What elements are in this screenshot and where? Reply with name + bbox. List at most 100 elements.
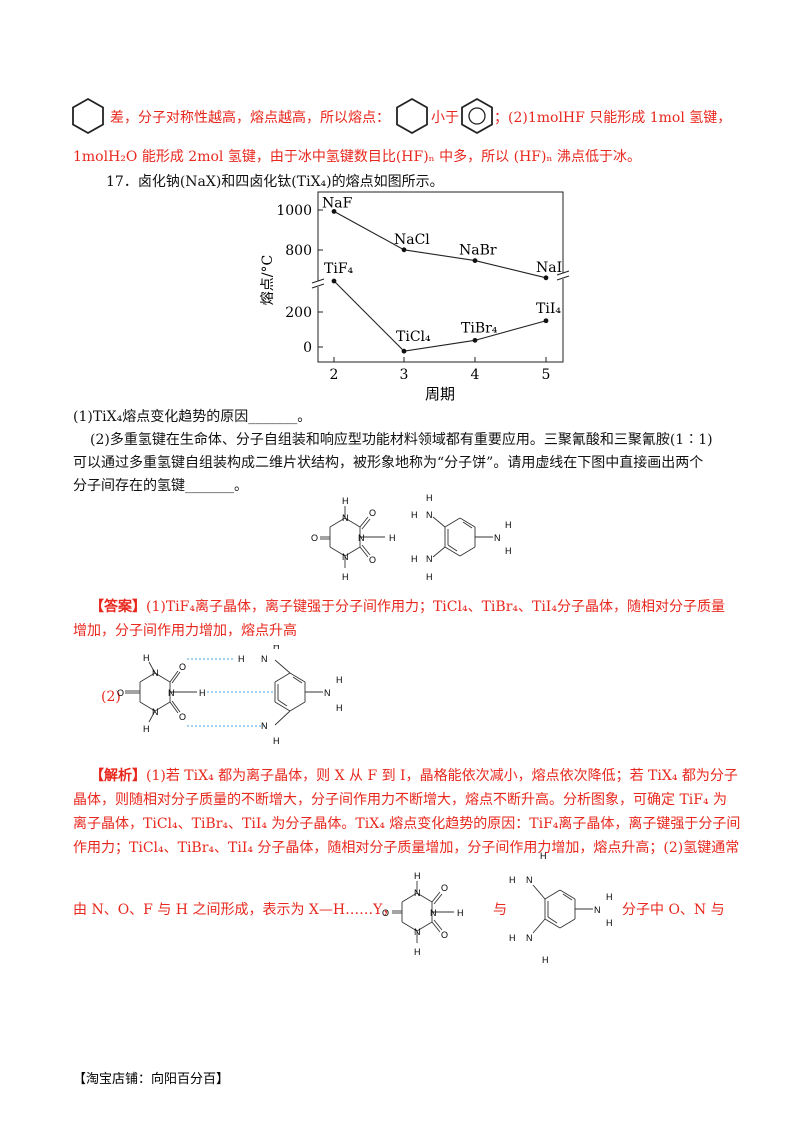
x-tick-label: 3 xyxy=(400,367,409,383)
x-axis-title: 周期 xyxy=(425,385,455,403)
atom-o: O xyxy=(382,908,389,918)
atom-h: H xyxy=(414,947,421,957)
atom-h: H xyxy=(143,653,150,663)
atom-n: N xyxy=(426,510,433,520)
atom-n: N xyxy=(168,688,175,698)
q17-part2-line2: 可以通过多重氢键自组装构成二维片状结构，被形象地称为“分子饼”。请用虚线在下图中… xyxy=(73,455,704,471)
data-point xyxy=(472,337,478,343)
atom-h: H xyxy=(238,654,245,664)
atom-n: N xyxy=(342,513,349,523)
atom-n: N xyxy=(494,533,501,543)
atom-o: O xyxy=(441,883,448,893)
data-label: TiI₄ xyxy=(536,301,561,317)
top-line1-b: 小于 xyxy=(431,110,459,126)
atom-o: O xyxy=(441,930,448,940)
data-label: NaBr xyxy=(459,243,497,259)
x-tick-label: 5 xyxy=(542,367,551,383)
y-tick-label: 1000 xyxy=(276,203,312,219)
atom-h: H xyxy=(336,703,343,713)
atom-n: N xyxy=(414,927,421,937)
atom-h: H xyxy=(143,724,150,734)
data-point xyxy=(401,247,407,253)
analysis-melamine: N H H N H H N H H xyxy=(509,851,613,965)
atom-h: H xyxy=(542,955,549,965)
analysis-line1: 【解析】(1)若 TiX₄ 都为离子晶体，则 X 从 F 到 I，晶格能依次减小… xyxy=(90,766,750,786)
atom-h: H xyxy=(606,918,613,928)
atom-h: H xyxy=(505,546,512,556)
atom-h: H xyxy=(411,554,418,564)
atom-n: N xyxy=(152,668,159,678)
shop-footer: 【淘宝店铺：向阳百分百】 xyxy=(73,1072,230,1087)
axis-break-mark xyxy=(556,270,570,276)
atom-o: O xyxy=(369,508,376,518)
analysis-cyanuric-acid: H N O O N H O N H xyxy=(382,871,464,957)
atom-h: H xyxy=(411,510,418,520)
atom-n: N xyxy=(426,554,433,564)
analysis-line5-c: 分子中 O、N 与 xyxy=(622,902,725,918)
analysis-line5-b: 与 xyxy=(493,902,507,918)
atom-h: H xyxy=(426,493,433,503)
series-line-tix4 xyxy=(333,280,547,352)
y-axis-title: 熔点/°C xyxy=(260,255,276,305)
atom-n: N xyxy=(324,688,331,698)
top-line2: 1molH₂O 能形成 2mol 氢键，由于冰中氢键数目比(HF)ₙ 中多，所以… xyxy=(73,149,641,165)
top-line1-a: 差，分子对称性越高，熔点越高，所以熔点： xyxy=(110,110,390,126)
q17-stem: 17．卤化钠(NaX)和四卤化钛(TiX₄)的熔点如图所示。 xyxy=(106,174,444,190)
atom-h: H xyxy=(426,572,433,582)
atom-o: O xyxy=(311,533,318,543)
atom-o: O xyxy=(179,712,186,722)
atom-h: H xyxy=(540,851,547,861)
atom-n: N xyxy=(261,654,268,664)
data-point xyxy=(472,258,478,263)
atom-o: O xyxy=(179,662,186,672)
benzene-ring-icon-2 xyxy=(396,97,428,135)
hydrogen-bond-dashes xyxy=(187,658,273,727)
analysis-line2: 晶体，则随相对分子质量的不断增大，分子间作用力不断增大，熔点不断升高。分析图象，… xyxy=(73,792,728,808)
atom-h: H xyxy=(606,892,613,902)
q17-part2-line3: 分子间存在的氢键_______。 xyxy=(73,478,248,494)
atom-n: N xyxy=(526,875,533,885)
atom-h: H xyxy=(509,933,516,943)
data-point xyxy=(543,318,549,324)
data-label: NaCl xyxy=(394,232,430,248)
atom-n: N xyxy=(152,707,159,717)
top-line1-c: ；(2)1molHF 只能形成 1mol 氢键， xyxy=(494,110,732,126)
answer-line1: 【答案】(1)TiF₄离子晶体，离子键强于分子间作用力；TiCl₄、TiBr₄、… xyxy=(90,597,750,617)
analysis-tag: 【解析】 xyxy=(90,768,146,784)
data-label: TiBr₄ xyxy=(461,320,498,336)
atom-h: H xyxy=(199,688,206,698)
atom-h: H xyxy=(342,572,349,582)
atom-n: N xyxy=(342,552,349,562)
axis-break-gap xyxy=(312,281,324,287)
atom-h: H xyxy=(457,908,464,918)
atom-h: H xyxy=(342,496,349,506)
question-molecules: H N O O N H O N H N H H N H H N H H xyxy=(311,493,512,582)
data-point xyxy=(401,348,407,354)
series-line-nax xyxy=(333,210,547,279)
y-tick-label: 0 xyxy=(303,340,312,356)
atom-n: N xyxy=(430,908,437,918)
answer-part2-label: (2) xyxy=(101,689,121,705)
answer-tag: 【答案】 xyxy=(90,599,146,615)
axis-break-mark xyxy=(311,278,325,284)
atom-o: O xyxy=(117,688,124,698)
atom-n: N xyxy=(414,888,421,898)
atom-h: H xyxy=(273,645,280,651)
atom-n: N xyxy=(358,533,365,543)
atom-n: N xyxy=(526,933,533,943)
x-tick-label: 2 xyxy=(330,367,339,383)
x-tick-label: 4 xyxy=(471,367,480,383)
analysis-line5-a: 由 N、O、F 与 H 之间形成，表示为 X—H……Y， xyxy=(73,902,397,918)
data-point xyxy=(543,275,549,281)
answer-text1: (1)TiF₄离子晶体，离子键强于分子间作用力；TiCl₄、TiBr₄、TiI₄… xyxy=(146,599,725,615)
y-tick-label: 800 xyxy=(285,243,312,259)
chart-axes: 0 200 800 1000 2 3 4 5 熔点/°C 周期 xyxy=(260,191,570,403)
answer-line2: 增加，分子间作用力增加，熔点升高 xyxy=(73,623,297,639)
data-label: TiCl₄ xyxy=(396,329,431,345)
y-tick-label: 200 xyxy=(285,305,312,321)
melamine-structure xyxy=(432,516,493,558)
answer-hbond-diagram: H N O O N H O N H H N H N H H N H xyxy=(117,645,343,746)
analysis-line4: 作用力；TiCl₄、TiBr₄、TiI₄ 分子晶体，随相对分子质量增加，分子间作… xyxy=(73,840,740,856)
